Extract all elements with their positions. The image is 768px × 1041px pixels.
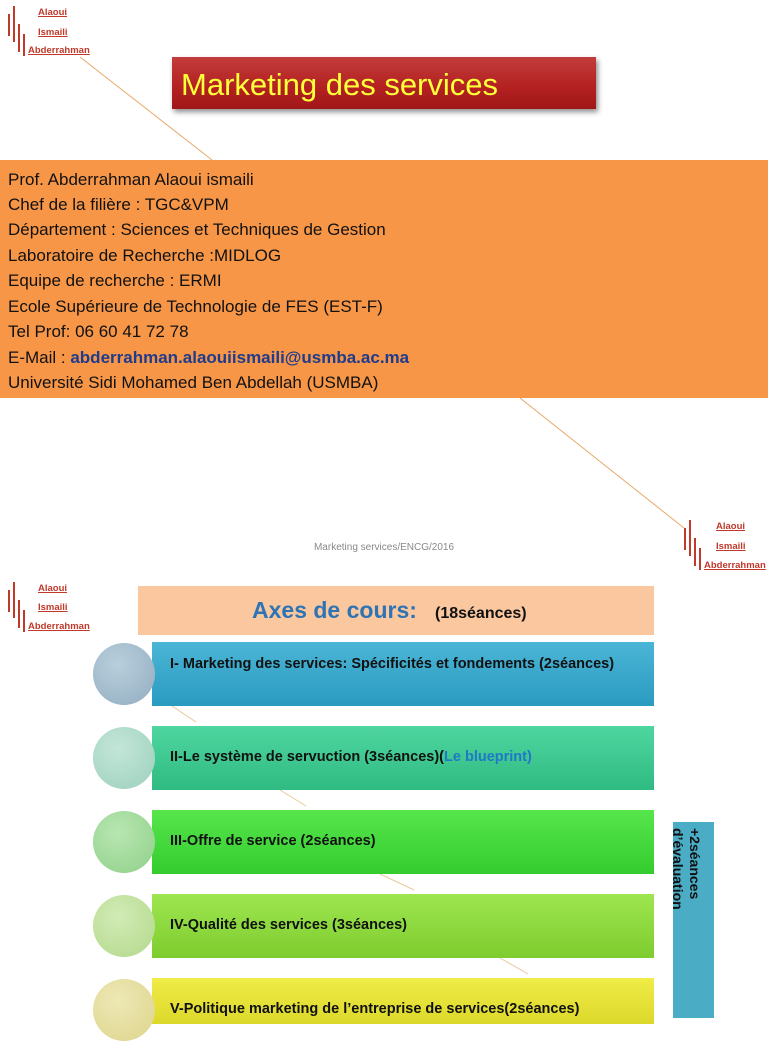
logo-bars-icon: [6, 582, 28, 632]
logo-text-line2: Ismaili: [38, 602, 68, 613]
course-item-label: I- Marketing des services: Spécificités …: [170, 656, 615, 672]
logo: Alaoui Ismaili Abderrahman: [680, 516, 766, 572]
email-line: E-Mail : abderrahman.alaouiismaili@usmba…: [8, 348, 409, 368]
course-item-bar: V-Politique marketing de l’entreprise de…: [152, 978, 654, 1024]
logo-text-line3: Abderrahman: [28, 45, 90, 56]
logo-bars-icon: [682, 520, 704, 570]
slide-title-box: Marketing des services: [172, 57, 596, 109]
evaluation-note-box: +2séances d’évaluation: [670, 822, 714, 1018]
logo-text-line3: Abderrahman: [704, 560, 766, 571]
course-item-bar: III-Offre de service (2séances): [152, 810, 654, 874]
course-item-bullet: [93, 811, 155, 873]
logo-text-line3: Abderrahman: [28, 621, 90, 632]
logo-text-line1: Alaoui: [38, 7, 68, 18]
logo: Alaoui Ismaili Abderrahman: [4, 2, 90, 58]
info-line: Equipe de recherche : ERMI: [8, 271, 222, 290]
course-item-label: V-Politique marketing de l’entreprise de…: [170, 1001, 580, 1017]
logo-text-line1: Alaoui: [716, 521, 746, 532]
logo: Alaoui Ismaili Abderrahman: [4, 578, 90, 634]
course-item-label: III-Offre de service (2séances): [170, 833, 376, 849]
info-line: Chef de la filière : TGC&VPM: [8, 195, 229, 214]
blueprint-highlight: Le blueprint): [444, 749, 532, 765]
course-axes-sessions: (18séances): [435, 605, 527, 622]
logo-bars-icon: [6, 6, 28, 56]
course-item-bullet: [93, 643, 155, 705]
email-label: E-Mail :: [8, 348, 71, 367]
info-line: Ecole Supérieure de Technologie de FES (…: [8, 297, 383, 316]
course-item-bar: IV-Qualité des services (3séances): [152, 894, 654, 958]
info-line: Tel Prof: 06 60 41 72 78: [8, 322, 189, 341]
course-item-bullet: [93, 895, 155, 957]
course-axes-title: Axes de cours:: [252, 597, 417, 623]
info-line: Laboratoire de Recherche :MIDLOG: [8, 246, 282, 265]
course-item-label: II-Le système de servuction (3séances)(L…: [170, 749, 532, 765]
slide-title: Marketing des services: [181, 67, 499, 102]
course-item-bullet: [93, 979, 155, 1041]
info-line: Prof. Abderrahman Alaoui ismaili: [8, 170, 254, 189]
course-item-bar: I- Marketing des services: Spécificités …: [152, 642, 654, 706]
university-line: Université Sidi Mohamed Ben Abdellah (US…: [8, 373, 379, 392]
logo-text-line2: Ismaili: [716, 541, 746, 552]
logo-text-line2: Ismaili: [38, 27, 68, 38]
slide-footer: Marketing services/ENCG/2016: [313, 542, 455, 553]
course-item-label: IV-Qualité des services (3séances): [170, 917, 407, 933]
contact-info-box: Prof. Abderrahman Alaoui ismaili Chef de…: [0, 160, 768, 398]
course-item-bullet: [93, 727, 155, 789]
email-link[interactable]: abderrahman.alaouiismaili@usmba.ac.ma: [70, 348, 410, 367]
info-line: Département : Sciences et Techniques de …: [8, 220, 386, 239]
course-axes-header: Axes de cours: (18séances): [138, 586, 654, 635]
logo-text-line1: Alaoui: [38, 583, 68, 594]
course-item-bar: II-Le système de servuction (3séances)(L…: [152, 726, 654, 790]
course-item-text: II-Le système de servuction (3séances)(: [170, 749, 445, 765]
evaluation-note: +2séances d’évaluation: [670, 828, 703, 910]
